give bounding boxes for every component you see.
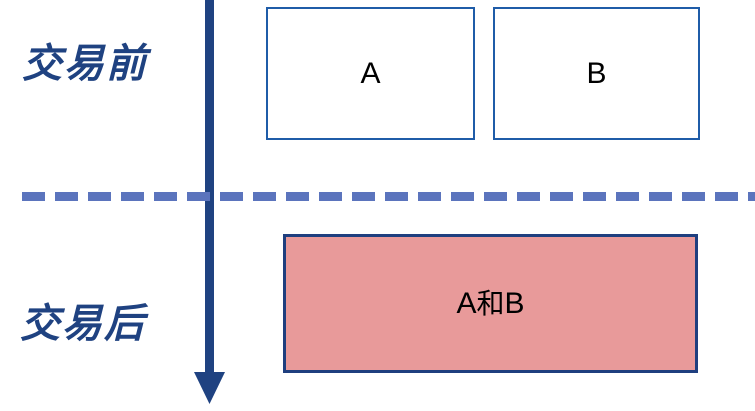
phase-label-before: 交易前 [22, 41, 148, 86]
merged-label-first: A [456, 286, 477, 320]
entity-box-merged-label: A和B [456, 286, 525, 320]
entity-box-a-label: A [360, 56, 381, 90]
entity-box-merged[interactable]: A和B [283, 234, 698, 373]
merged-label-second: B [504, 286, 525, 320]
merged-label-conjunction: 和 [476, 286, 505, 320]
down-arrow-icon [194, 0, 225, 404]
entity-box-b[interactable]: B [493, 7, 700, 140]
dashed-divider-icon [22, 192, 755, 201]
entity-box-b-label: B [586, 56, 607, 90]
entity-box-a[interactable]: A [266, 7, 475, 140]
phase-label-after: 交易后 [20, 301, 146, 346]
